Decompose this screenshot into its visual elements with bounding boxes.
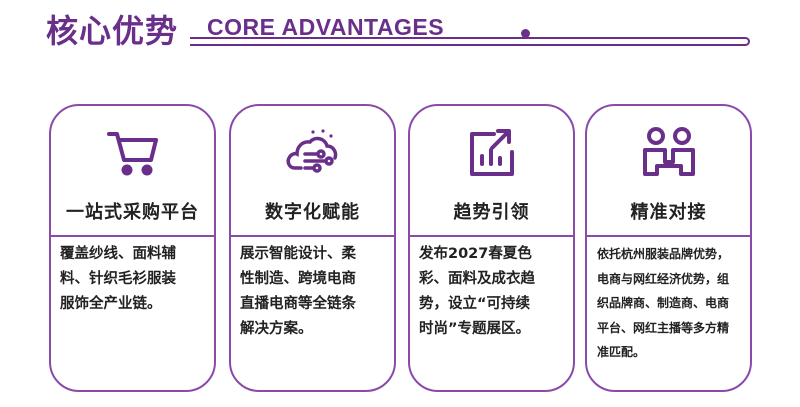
card-title: 精准对接 [630, 202, 707, 223]
card-divider [587, 235, 750, 237]
header-dot [521, 29, 530, 38]
card-description: 展示智能设计、柔 性制造、跨境电商 直播电商等全链条 解决方案。 [240, 246, 356, 337]
card-title: 数字化赋能 [265, 202, 360, 223]
card-title: 趋势引领 [453, 202, 530, 223]
shopping-cart-icon [51, 126, 214, 178]
card-description: 发布2027春夏色 彩、面料及成衣趋 势，设立“可持续 时尚”专题展区。 [419, 246, 535, 337]
section-title-en: CORE ADVANTAGES [207, 14, 445, 40]
card-title: 一站式采购平台 [66, 202, 199, 223]
advantage-card-digital: 数字化赋能 展示智能设计、柔 性制造、跨境电商 直播电商等全链条 解决方案。 [229, 104, 396, 392]
advantage-card-matching: 精准对接 依托杭州服装品牌优势， 电商与网红经济优势，组 织品牌商、制造商、电商… [585, 104, 752, 392]
card-divider [51, 235, 214, 237]
card-description: 依托杭州服装品牌优势， 电商与网红经济优势，组 织品牌商、制造商、电商 平台、网… [597, 247, 730, 359]
card-divider [410, 235, 573, 237]
section-header: 核心优势 CORE ADVANTAGES [0, 0, 800, 60]
advantage-card-trend: 趋势引领 发布2027春夏色 彩、面料及成衣趋 势，设立“可持续 时尚”专题展区… [408, 104, 575, 392]
section-title-cn: 核心优势 [46, 12, 179, 50]
header-underline [190, 37, 750, 46]
trend-chart-icon [410, 126, 573, 178]
card-description: 覆盖纱线、面料辅 料、针织毛衫服装 服饰全产业链。 [60, 246, 176, 312]
card-divider [231, 235, 394, 237]
advantage-card-procurement: 一站式采购平台 覆盖纱线、面料辅 料、针织毛衫服装 服饰全产业链。 [49, 104, 216, 392]
people-connect-icon [587, 126, 750, 178]
cloud-network-icon [231, 126, 394, 178]
